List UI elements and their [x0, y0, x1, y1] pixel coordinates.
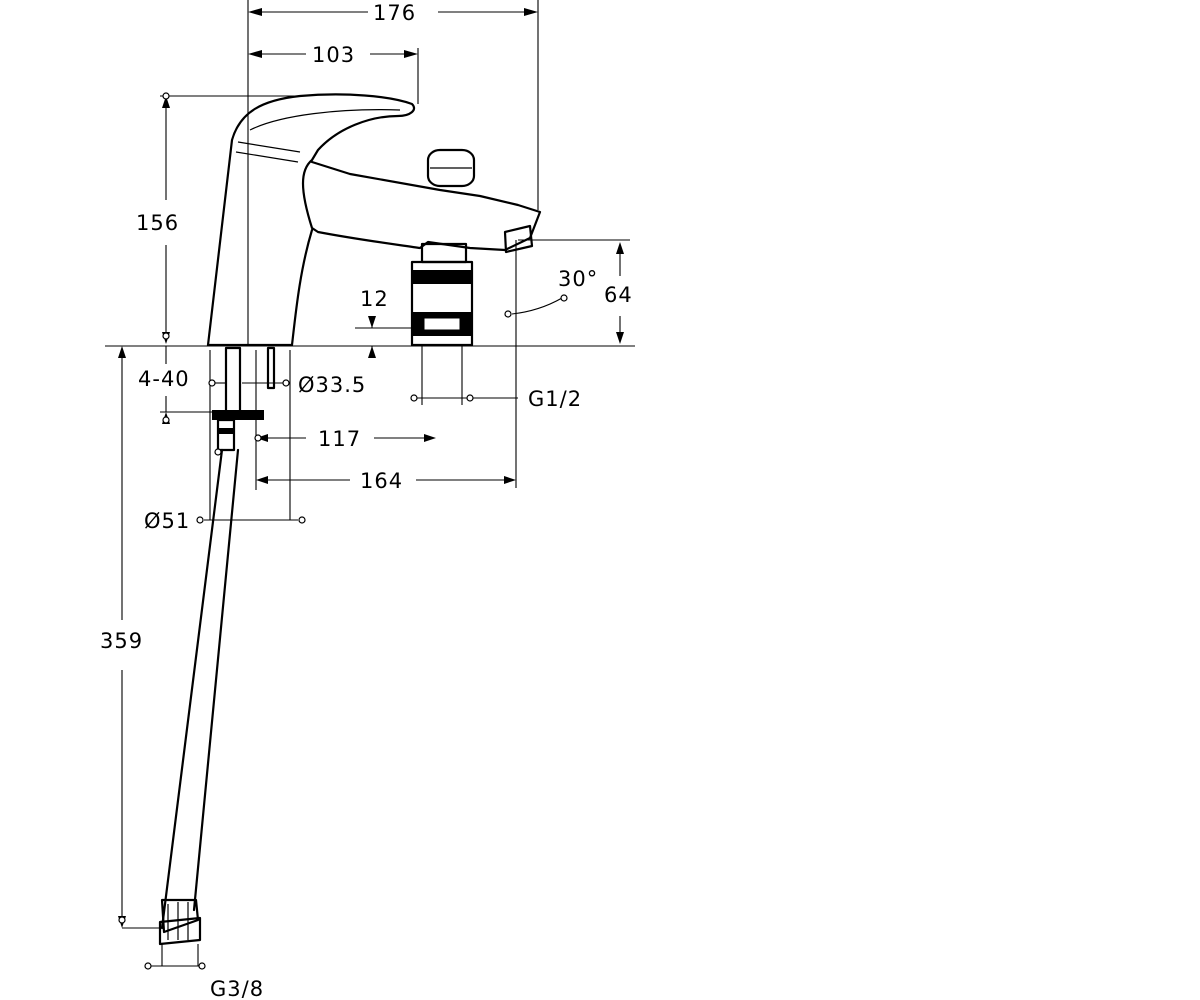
dim-height: 156	[136, 211, 179, 235]
mounting-shank	[212, 346, 276, 452]
dim-base-diameter: Ø51	[144, 509, 190, 533]
dim-hose-thread: G3/8	[210, 977, 264, 1000]
dim-handle-width: 103	[312, 43, 355, 67]
dim-hose-length: 359	[100, 629, 143, 653]
dim-deck-thickness: 4-40	[138, 367, 190, 391]
faucet-body	[206, 93, 542, 347]
diverter-knob	[426, 148, 476, 188]
dim-shank-diameter: Ø33.5	[298, 373, 366, 397]
hand-shower-outlet	[410, 242, 474, 347]
dim-outlet-distance: 117	[318, 427, 361, 451]
dim-spout-reach: 164	[360, 469, 403, 493]
dim-thread-size: 12	[360, 287, 389, 311]
dim-spout-angle: 30°	[558, 267, 598, 291]
dim-total-width: 176	[373, 1, 416, 25]
dimension-arrows	[118, 8, 624, 970]
dim-spout-height: 64	[604, 283, 633, 307]
dim-outlet-thread: G1/2	[528, 387, 582, 411]
spout-tip	[503, 224, 534, 254]
flexible-hose	[158, 448, 240, 946]
dimension-labels: 176 103 156 12 30° 64 4-40 Ø33.5 G1/2 11…	[100, 1, 633, 1000]
